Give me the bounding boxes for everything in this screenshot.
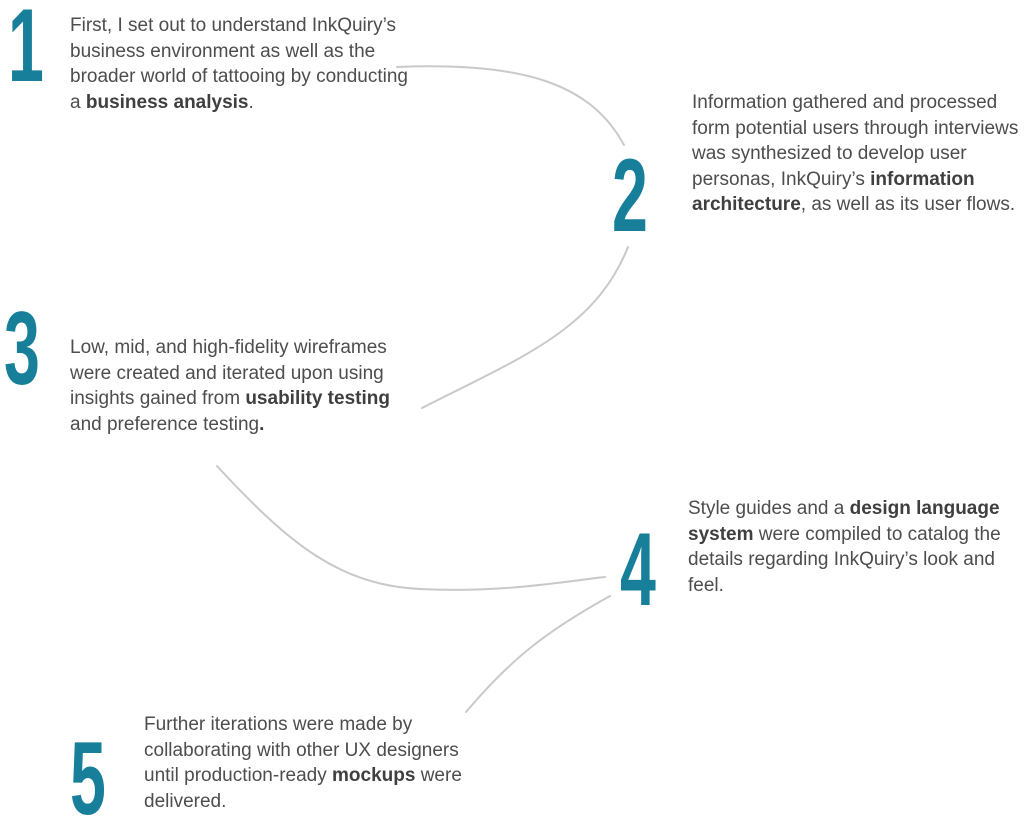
step-text-1-bold: business analysis: [85, 91, 249, 113]
step-text-5-before: Further iterations were made by collabor…: [144, 714, 459, 787]
step-text-1-before: First, I set out to understand InkQuiry’…: [70, 15, 408, 113]
step-text-2: Information gathered and processed form …: [692, 90, 1032, 218]
step-text-3-middle: and preference testing: [70, 413, 260, 435]
step-number-3: 3: [4, 291, 40, 407]
step-text-1: First, I set out to understand InkQuiry’…: [70, 13, 410, 115]
step-text-4-before: Style guides and a: [688, 498, 850, 519]
step-text-3-bold-period: .: [259, 413, 265, 435]
step-text-2-before: Information gathered and processed form …: [692, 92, 1019, 190]
step-text-3-bold: usability testing: [245, 388, 390, 410]
step-text-3: Low, mid, and high-fidelity wireframes w…: [70, 335, 415, 437]
step-text-5: Further iterations were made by collabor…: [144, 712, 484, 814]
connector-2-to-3: [421, 246, 629, 409]
step-text-5-bold: mockups: [332, 765, 416, 787]
step-text-3-before: Low, mid, and high-fidelity wireframes w…: [70, 337, 387, 410]
step-number-5: 5: [70, 721, 106, 837]
step-number-4: 4: [620, 512, 656, 628]
step-number-1: 1: [8, 0, 44, 104]
step-text-4-after: were compiled to catalog the details reg…: [688, 523, 1001, 596]
step-text-4-bold: design language system: [688, 498, 1000, 545]
step-text-5-after: were delivered.: [144, 765, 462, 812]
step-text-2-bold: information architecture: [692, 168, 975, 216]
connector-1-to-2: [396, 65, 625, 146]
step-text-1-after: .: [248, 91, 254, 113]
connector-4-to-5: [465, 595, 611, 713]
connector-3-to-4: [216, 465, 606, 591]
step-text-2-after: , as well as its user flows.: [800, 194, 1016, 216]
step-number-2: 2: [612, 138, 648, 254]
step-text-4: Style guides and a design language syste…: [688, 496, 1018, 598]
